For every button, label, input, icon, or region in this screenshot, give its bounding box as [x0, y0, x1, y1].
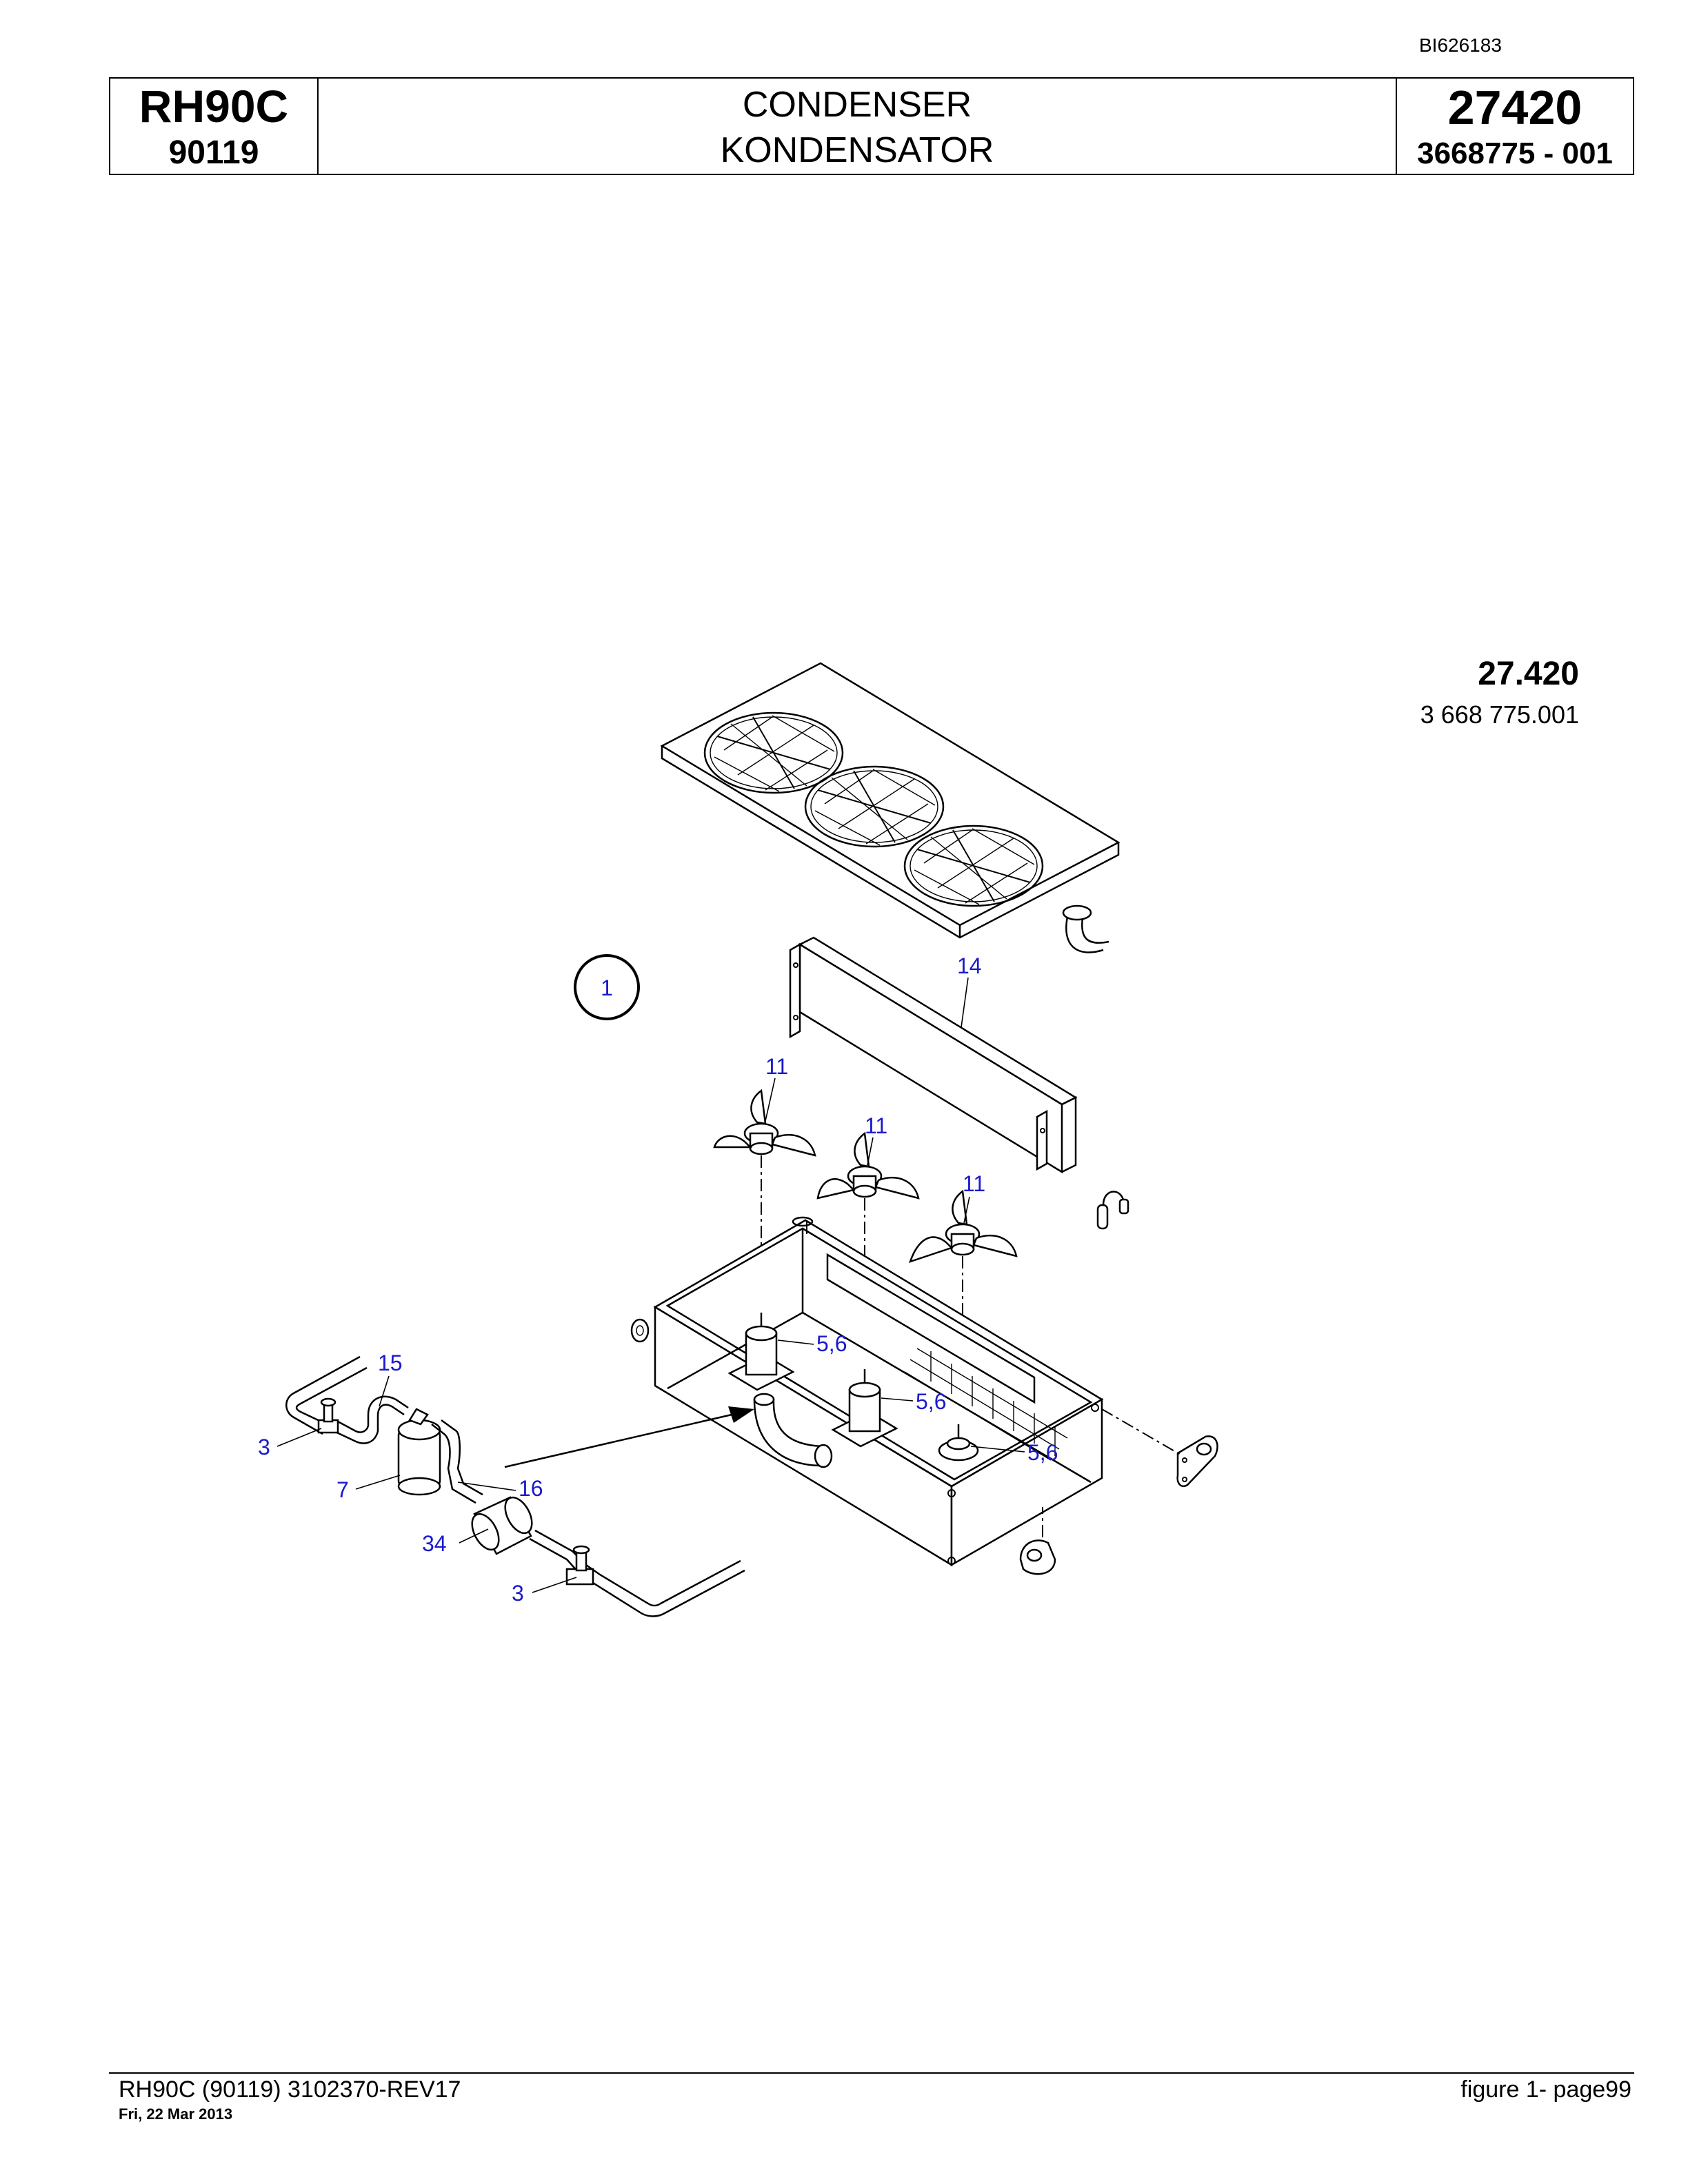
title-cell: CONDENSER KONDENSATOR: [319, 79, 1397, 174]
mounting-bracket-right: [1176, 1435, 1218, 1487]
motor-mount-3: [938, 1424, 979, 1462]
bracket-axis-right: [1101, 1408, 1181, 1455]
condenser-core-14: [789, 936, 1078, 1174]
condenser-housing: [630, 1216, 1104, 1567]
figure-part-ref: 3 668 775.001: [1420, 700, 1579, 729]
footer-document-ref: RH90C (90119) 3102370-REV17: [119, 2076, 461, 2103]
hose-elbow: [1062, 904, 1109, 953]
model-code: 90119: [168, 134, 259, 171]
callout-11-b: 11: [865, 1113, 887, 1138]
service-valve-upper: [317, 1397, 339, 1434]
group-cell: 27420 3668775 - 001: [1397, 79, 1633, 174]
title-block: RH90C 90119 CONDENSER KONDENSATOR 27420 …: [109, 77, 1634, 175]
inline-filter: [471, 1496, 533, 1555]
callout-5-6-c: 5,6: [1027, 1440, 1058, 1465]
assembly-arrow: [504, 1406, 754, 1468]
fan-blade-1: [713, 1089, 816, 1157]
motor-mount-2: [831, 1369, 898, 1448]
refrigerant-pipe-upper: [285, 1355, 409, 1444]
refrigerant-pipe-middle: [431, 1419, 483, 1504]
fan-grille-1: [703, 711, 844, 794]
callout-5-6-a: 5,6: [816, 1331, 847, 1356]
fan-blade-2: [816, 1131, 920, 1200]
mounting-bracket-bottom: [1019, 1539, 1056, 1575]
assembly-callout: 1: [574, 954, 640, 1020]
callout-5-6-b: 5,6: [916, 1389, 946, 1414]
model-name: RH90C: [139, 81, 289, 132]
callout-7: 7: [336, 1477, 349, 1502]
callout-16: 16: [519, 1476, 543, 1501]
fan-blade-3: [908, 1189, 1018, 1263]
top-cover-panel: [660, 662, 1121, 939]
title-german: KONDENSATOR: [720, 130, 994, 170]
footer-date: Fri, 22 Mar 2013: [119, 2105, 233, 2123]
callout-15: 15: [378, 1351, 403, 1375]
callout-34: 34: [422, 1531, 447, 1556]
footer-page-ref: figure 1- page99: [1460, 2076, 1631, 2103]
figure-group-ref: 27.420: [1478, 656, 1579, 692]
callout-11-a: 11: [765, 1054, 788, 1079]
sensor-plug: [1096, 1191, 1129, 1230]
fan-grille-2: [804, 765, 945, 848]
callout-11-c: 11: [963, 1171, 985, 1196]
document-id: BI626183: [1419, 34, 1502, 56]
receiver-drier: [397, 1408, 441, 1496]
fan-grille-3: [903, 825, 1044, 907]
callout-1: 1: [601, 975, 613, 1000]
footer-divider: [109, 2072, 1634, 2074]
mesh-grid: [904, 1348, 1068, 1461]
exploded-view-drawing: 1 14 11 11 11 5,6 5,6 5,6 15 3 7 16 34 3: [258, 662, 1218, 1617]
refrigerant-pipe-lower: [529, 1529, 745, 1617]
service-valve-lower: [565, 1545, 594, 1586]
callout-14: 14: [957, 953, 982, 978]
callout-3-b: 3: [512, 1581, 524, 1606]
drain-bend: [753, 1393, 833, 1468]
group-number: 27420: [1447, 81, 1582, 134]
part-number: 3668775 - 001: [1417, 136, 1613, 170]
callout-3-a: 3: [258, 1435, 270, 1459]
motor-mount-1: [727, 1313, 795, 1391]
model-cell: RH90C 90119: [110, 79, 319, 174]
title-english: CONDENSER: [742, 85, 972, 125]
